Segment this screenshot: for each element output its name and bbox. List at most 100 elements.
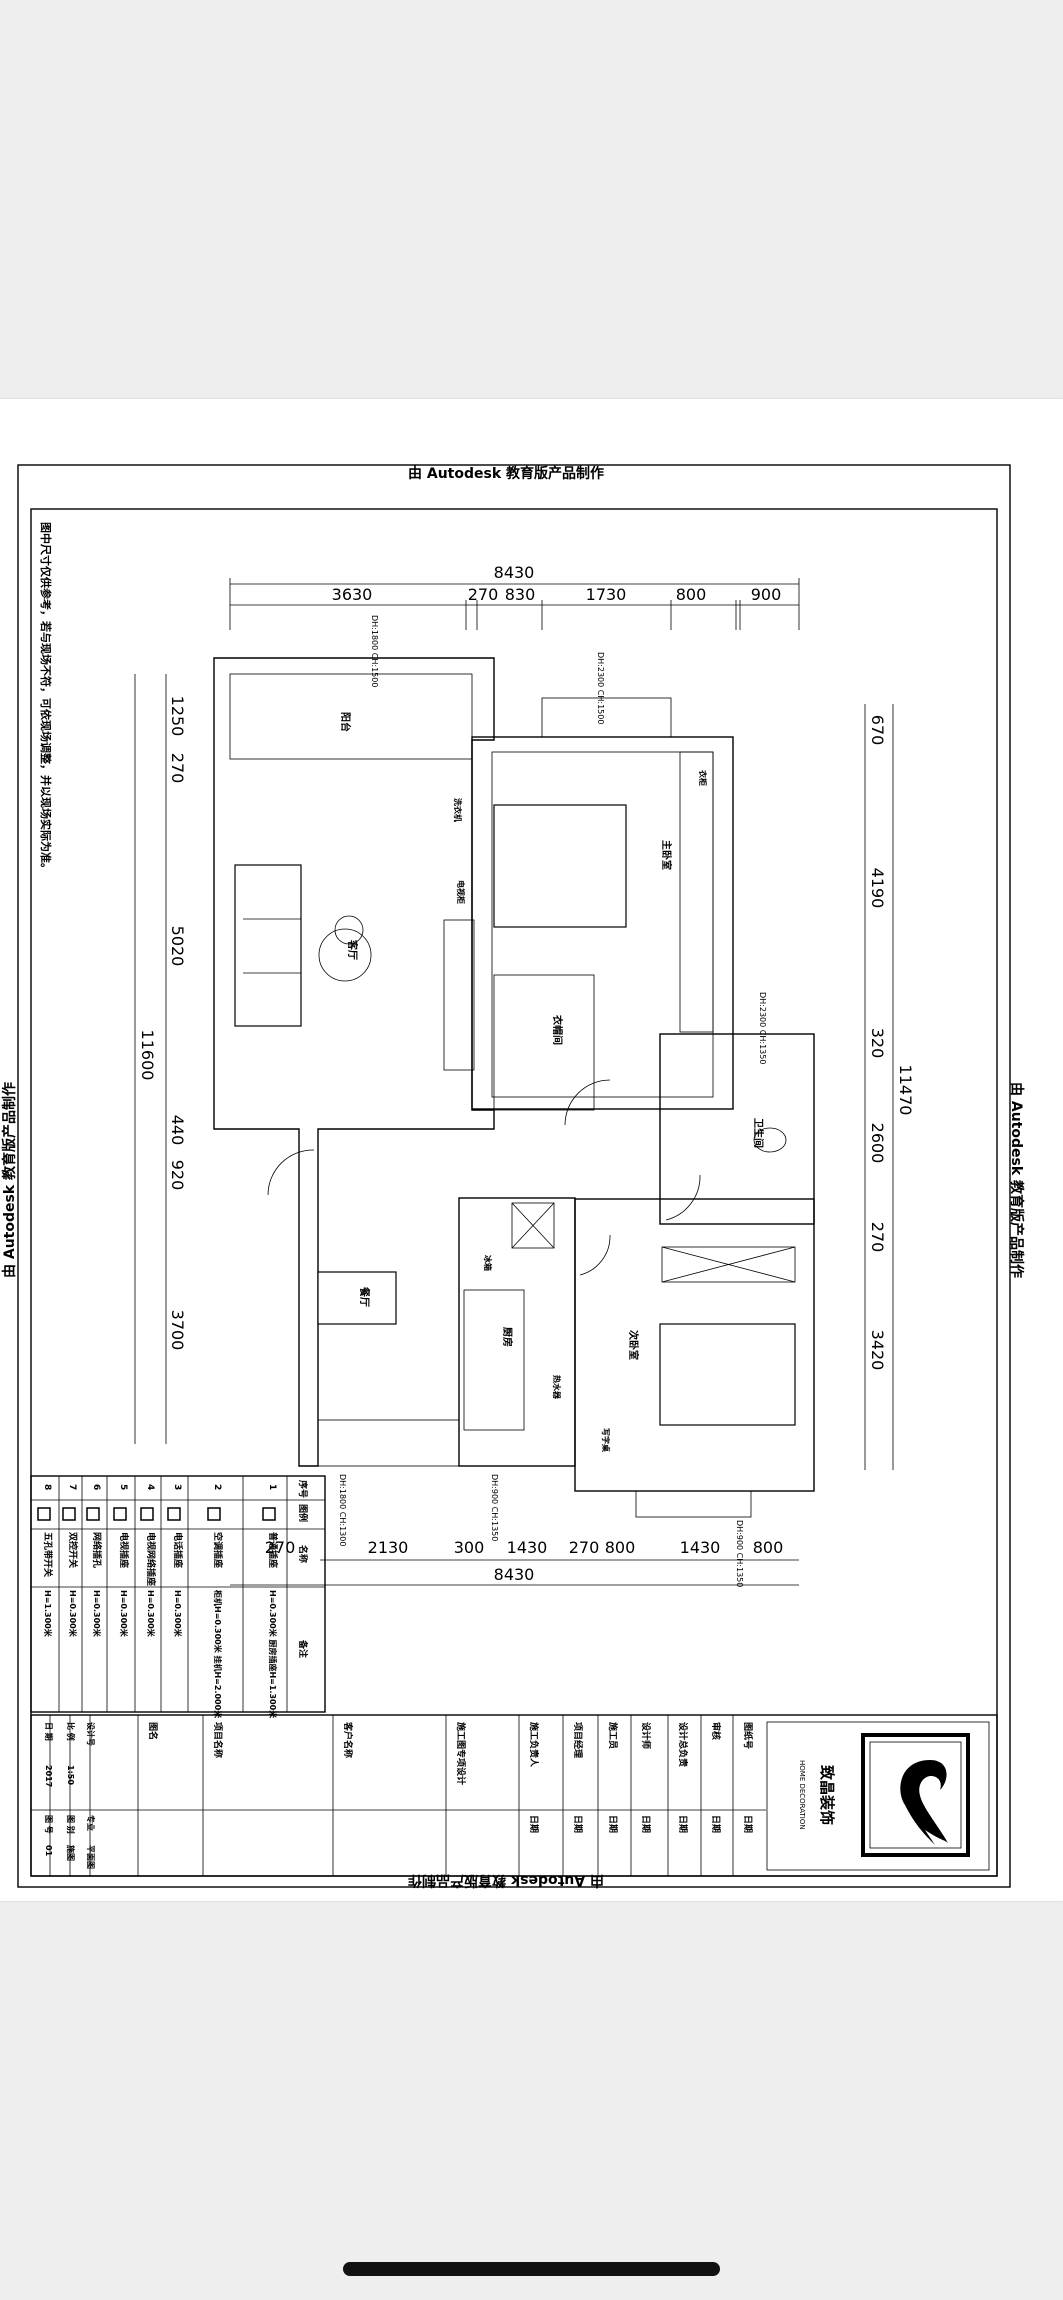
legend-name: 双控开关: [67, 1532, 79, 1568]
wardrobe: [679, 751, 714, 1033]
title-block-label: 项目名称: [212, 1722, 224, 1758]
title-block-label: 施工图专项设计: [455, 1722, 467, 1785]
title-block-label: 图纸号: [742, 1722, 754, 1749]
meta-value: 1:50: [66, 1765, 75, 1785]
fridge: [511, 1202, 555, 1249]
closet-door: [564, 1079, 611, 1126]
sign-date-label: 日期: [742, 1815, 754, 1833]
window-tag: DH:2300 CH:1500: [596, 652, 605, 724]
meta-label2: 专业: [86, 1815, 96, 1831]
room-labels: 阳台 客厅 主卧室 衣帽间 卫生间 餐厅 厨房 次卧室: [339, 712, 765, 1360]
master-bed: [493, 804, 627, 928]
kitchen-walls: [458, 1197, 576, 1467]
window-tag: DH:2300 CH:1350: [758, 992, 767, 1064]
entry-door: [267, 1149, 315, 1196]
wardrobe: [661, 1246, 796, 1283]
drawing-sheet: [0, 399, 1063, 1901]
meta-value2: 施图: [66, 1845, 76, 1861]
legend-number: 1: [267, 1484, 277, 1490]
logo-swirl-icon: [900, 1760, 948, 1845]
window-tag: DH:1800 CH:1500: [370, 615, 379, 687]
room-label-bathroom: 卫生间: [752, 1118, 765, 1148]
tv-cabinet: [443, 919, 475, 1071]
legend-name: 电视插座: [118, 1532, 130, 1568]
dim-total: 8430: [494, 1565, 535, 1584]
meta-value2: 01: [44, 1845, 53, 1857]
dim-total: 8430: [494, 563, 535, 582]
logo-box: [766, 1721, 990, 1871]
meta-value2: 平面图: [86, 1845, 95, 1869]
dim: 900: [751, 585, 782, 604]
outlet-symbol-icon: [37, 1507, 51, 1521]
dim: 270: [265, 1538, 296, 1557]
dining-table: [317, 1271, 397, 1325]
furniture-label: 写字桌: [601, 1428, 611, 1453]
dim-total: 11470: [896, 1065, 915, 1116]
outlet-symbol-icon: [113, 1507, 127, 1521]
dim: 3700: [168, 1310, 187, 1351]
home-indicator[interactable]: [343, 2262, 720, 2276]
legend-header: 备注: [297, 1639, 309, 1658]
legend-number: 3: [172, 1484, 182, 1490]
sofa: [234, 864, 302, 1027]
dim: 800: [676, 585, 707, 604]
floor-plan: [213, 657, 815, 1518]
room-label-balcony: 阳台: [339, 712, 352, 732]
title-block-label: 项目经理: [572, 1722, 584, 1758]
dim: 920: [168, 1160, 187, 1191]
legend-note: H=0.300米: [92, 1590, 102, 1638]
legend-number: 2: [212, 1484, 222, 1490]
coffee-table: [334, 915, 364, 945]
furniture-label: 冰箱: [483, 1255, 493, 1271]
sign-date-label: 日期: [710, 1815, 722, 1833]
title-block-label: 设计师: [640, 1722, 652, 1749]
room-label-master-bedroom: 主卧室: [660, 840, 673, 870]
dim: 270: [569, 1538, 600, 1557]
title-block-label: 图名: [147, 1722, 159, 1740]
title-block-label: 客户名称: [342, 1721, 354, 1758]
dim: 320: [868, 1028, 887, 1059]
legend-note: H=0.300米: [173, 1590, 183, 1638]
legend-number: 6: [91, 1484, 101, 1490]
meta-label2: 图 号: [44, 1815, 53, 1834]
dim: 4190: [868, 868, 887, 909]
second-bed: [659, 1323, 796, 1426]
bay-window: [541, 697, 672, 738]
bottom-dimensions: 270 2130 300 1430 270 800 1430 800 8430: [230, 1538, 799, 1586]
legend-name: 空调插座: [212, 1532, 224, 1568]
meta-label: 设计号: [86, 1722, 96, 1746]
window-tag: DH:1800 CH:1300: [338, 1474, 347, 1546]
dim: 800: [605, 1538, 636, 1557]
outlet-symbol-icon: [207, 1507, 221, 1521]
dim: 5020: [168, 926, 187, 967]
legend-note: H=0.300米: [68, 1590, 78, 1638]
outlet-symbol-icon: [140, 1507, 154, 1521]
title-block-label: 施工负责人: [528, 1722, 540, 1768]
dim: 670: [868, 715, 887, 746]
bathroom-door: [665, 1174, 701, 1221]
bay-window: [635, 1490, 752, 1518]
furniture-label: 洗衣机: [453, 798, 463, 822]
company-logo: [861, 1733, 970, 1857]
legend-number: 8: [42, 1484, 52, 1490]
bathroom-walls: [659, 1033, 815, 1225]
meta-value: 2017: [44, 1765, 53, 1787]
walk-in-closet: [493, 974, 595, 1111]
watermark-bottom: 由 Autodesk 教育版产品制作: [408, 1872, 604, 1889]
toilet: [753, 1127, 787, 1153]
outlet-symbol-icon: [86, 1507, 100, 1521]
legend-note: H=0.300米: [119, 1590, 129, 1638]
dim: 3420: [868, 1330, 887, 1371]
title-block: 图纸号日期审核日期设计总负责日期设计师日期施工员日期项目经理日期施工负责人日期施…: [30, 1714, 998, 1877]
company-name: 致晶装饰: [818, 1765, 836, 1825]
dim: 3630: [332, 585, 373, 604]
legend-note: H=0.300米: [146, 1590, 156, 1638]
legend-number: 5: [118, 1484, 128, 1490]
room-label-kitchen: 厨房: [501, 1327, 514, 1347]
legend-number: 7: [67, 1484, 77, 1490]
legend-number: 4: [145, 1484, 155, 1490]
legend-header: 名称: [297, 1545, 309, 1563]
kitchen-counter: [463, 1289, 525, 1431]
title-block-label: 施工员: [607, 1722, 619, 1749]
